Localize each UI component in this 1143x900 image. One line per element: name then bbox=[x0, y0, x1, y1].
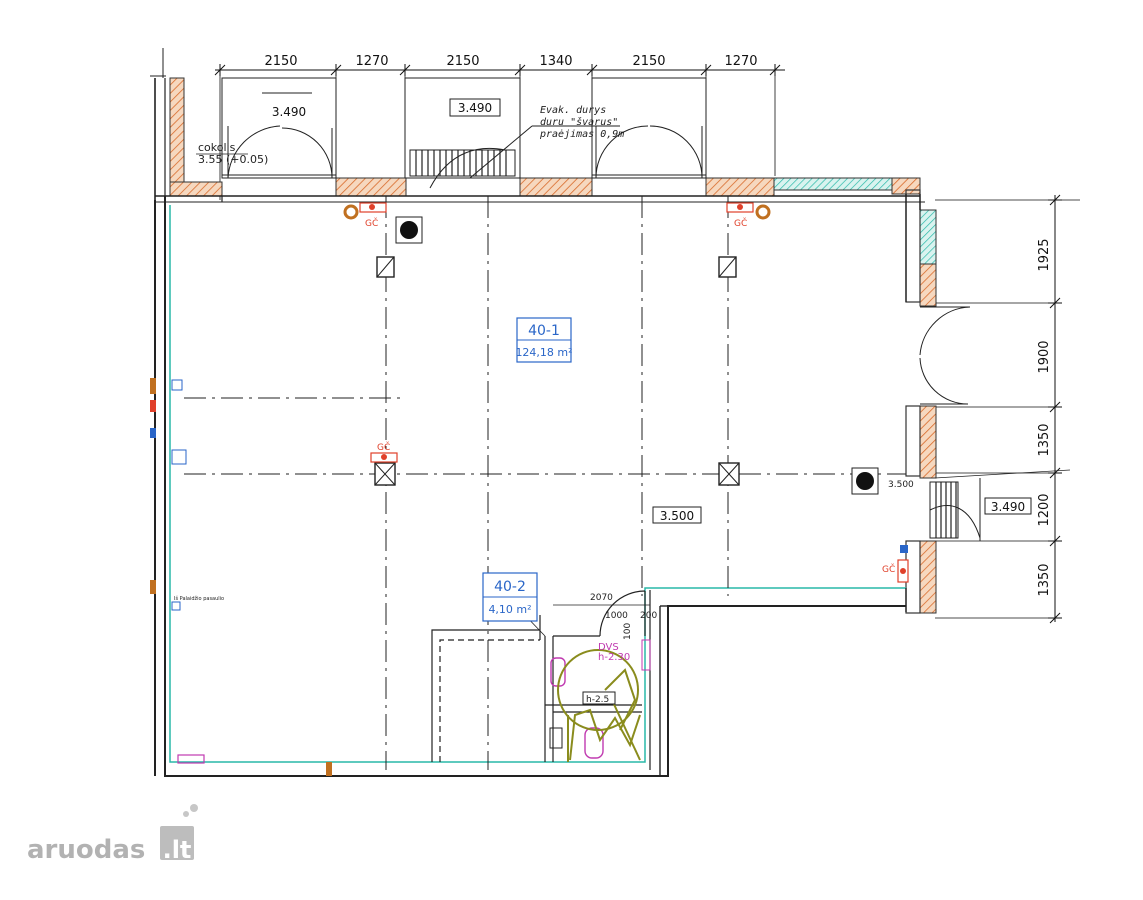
columns bbox=[374, 256, 740, 486]
column-2 bbox=[718, 256, 737, 278]
wc-partitions bbox=[431, 590, 650, 762]
top-dimension-line bbox=[214, 64, 785, 200]
level-column-small: 3.500 bbox=[888, 480, 914, 490]
wc-dim-1: 2070 bbox=[590, 593, 613, 603]
evac-note-line-1: Evak. durys bbox=[540, 105, 606, 116]
gc-label-3: GČ bbox=[377, 441, 390, 453]
room-label-40-1 bbox=[516, 317, 572, 363]
left-wall-details bbox=[150, 378, 332, 776]
wc-code: DVS bbox=[598, 642, 619, 653]
gc-label-2: GČ bbox=[734, 217, 747, 229]
level-box-center bbox=[652, 506, 702, 524]
room-area-40-2: 4,10 m² bbox=[488, 603, 531, 616]
dim-right-4: 1200 bbox=[1037, 493, 1052, 526]
wc-height: h-2.30 bbox=[598, 652, 630, 663]
level-top-center: 3.490 bbox=[458, 101, 492, 115]
wc-fixtures bbox=[177, 639, 651, 764]
wc-dim-4: 100 bbox=[623, 623, 633, 640]
wc-height-lower: h-2.5 bbox=[586, 695, 609, 705]
level-center: 3.500 bbox=[660, 509, 694, 523]
cokolis-label: cokolis bbox=[198, 141, 236, 154]
dim-top-2: 1270 bbox=[355, 54, 388, 69]
top-openings bbox=[150, 48, 707, 189]
level-right: 3.490 bbox=[991, 500, 1025, 514]
cokolis-value: 3.55 (+0.05) bbox=[198, 153, 268, 166]
fire-hydrants bbox=[343, 202, 909, 583]
dim-top-5: 2150 bbox=[632, 54, 665, 69]
evac-note-line-2: duru "švarus" bbox=[540, 116, 618, 128]
gc-label-4: GČ bbox=[882, 563, 895, 575]
column-3 bbox=[374, 462, 396, 486]
dim-top-6: 1270 bbox=[724, 54, 757, 69]
room-id-40-2: 40-2 bbox=[494, 579, 526, 595]
evac-note-line-3: praėjimas 0,9m bbox=[539, 129, 624, 140]
grid-axes bbox=[184, 196, 906, 770]
right-openings bbox=[919, 306, 1071, 541]
room-area-40-1: 124,18 m² bbox=[515, 346, 572, 359]
dim-top-3: 2150 bbox=[446, 54, 479, 69]
room-id-40-1: 40-1 bbox=[528, 323, 560, 339]
wc-dim-3: 200 bbox=[640, 611, 657, 621]
right-dimension-line bbox=[935, 194, 1080, 624]
dim-right-1: 1925 bbox=[1037, 238, 1052, 271]
level-box-top-center bbox=[449, 98, 501, 117]
column-1 bbox=[376, 256, 395, 278]
round-ducts bbox=[395, 216, 879, 495]
dim-top-4: 1340 bbox=[539, 54, 572, 69]
level-box-right bbox=[984, 497, 1032, 515]
watermark-logo: aruodas .lt bbox=[27, 804, 198, 865]
level-top-left: 3.490 bbox=[272, 105, 306, 119]
dim-top-1: 2150 bbox=[264, 54, 297, 69]
gc-label-1: GČ bbox=[365, 217, 378, 229]
left-wall-note: Iš Palaidžio pasaulio bbox=[174, 595, 224, 602]
wc-height-lower-box bbox=[582, 691, 616, 705]
watermark-text-b: .lt bbox=[163, 836, 192, 864]
dim-right-5: 1350 bbox=[1037, 563, 1052, 596]
dim-right-3: 1350 bbox=[1037, 423, 1052, 456]
wc-dim-2: 1000 bbox=[605, 611, 628, 621]
column-4 bbox=[718, 462, 740, 486]
watermark-text-a: aruodas bbox=[27, 835, 145, 865]
walls bbox=[154, 77, 937, 777]
room-label-40-2 bbox=[482, 572, 538, 622]
dim-right-2: 1900 bbox=[1037, 340, 1052, 373]
